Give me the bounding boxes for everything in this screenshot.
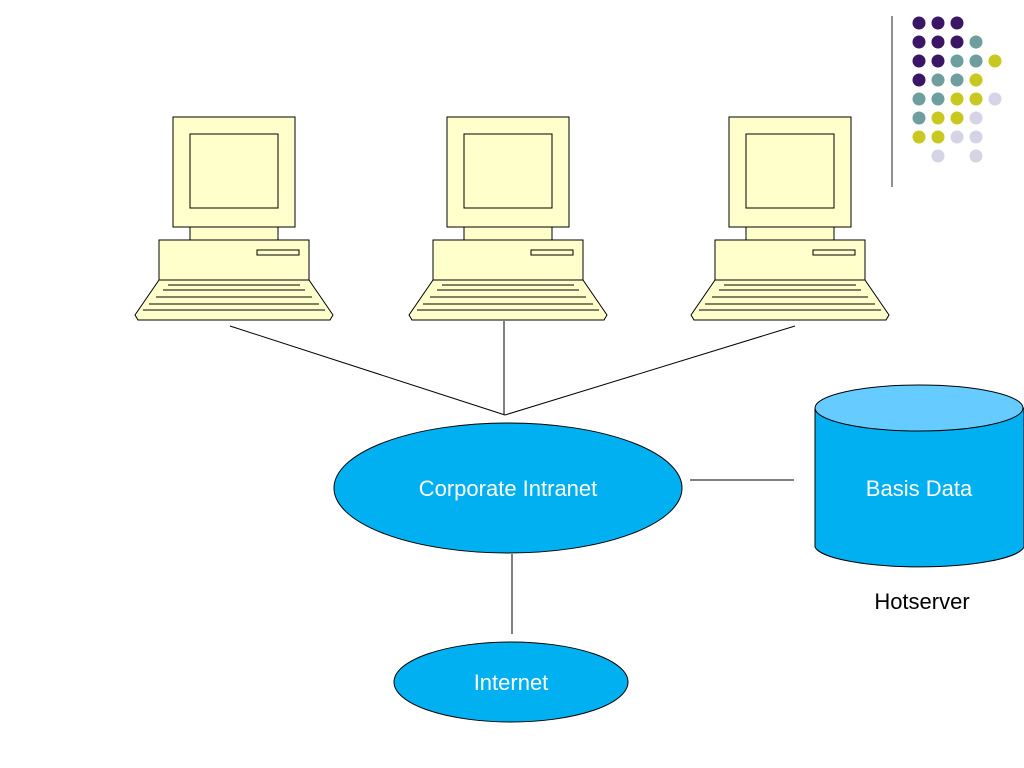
connector-pc1-intranet [229,325,506,416]
decorative-dot [969,73,983,87]
decorative-dot [950,54,964,68]
database-label: Basis Data [866,476,973,501]
decorative-dot [931,92,945,106]
decorative-dot [912,130,926,144]
decorative-dot [912,111,926,125]
decorative-dot [931,130,945,144]
decorative-dot [950,35,964,49]
decorative-dot [931,16,945,30]
decorative-dot [931,73,945,87]
decorative-dot [931,35,945,49]
decorative-dot [931,149,945,163]
computer-icon-1 [134,116,334,321]
connector-pc3-intranet [504,325,796,416]
decorative-dot [969,111,983,125]
computer-icon-3 [690,116,890,321]
decorative-dot [931,54,945,68]
decorative-dot [969,130,983,144]
decorative-dot [950,16,964,30]
decorative-dot [988,92,1002,106]
decorative-dot [950,130,964,144]
computer-icon-2 [408,116,608,321]
intranet-label: Corporate Intranet [419,476,598,501]
decorative-dot [950,111,964,125]
decorative-dot [950,92,964,106]
decorative-dot [912,73,926,87]
intranet-node: Corporate Intranet [333,422,683,554]
internet-node: Internet [393,641,629,723]
database-caption: Hotserver [874,589,969,614]
decorative-dot [931,111,945,125]
decorative-dot [912,92,926,106]
decorative-dot [912,16,926,30]
decorative-dot [969,92,983,106]
decorative-dot [988,54,1002,68]
database-cylinder: Basis Data [814,384,1024,568]
decorative-dot [950,73,964,87]
connector-lines [229,321,796,634]
decorative-dot [969,54,983,68]
decorative-dot [969,35,983,49]
decorative-dot [912,54,926,68]
internet-label: Internet [474,670,549,695]
decorative-dot [912,35,926,49]
decorative-dot-grid [912,16,1002,163]
decorative-dot [969,149,983,163]
